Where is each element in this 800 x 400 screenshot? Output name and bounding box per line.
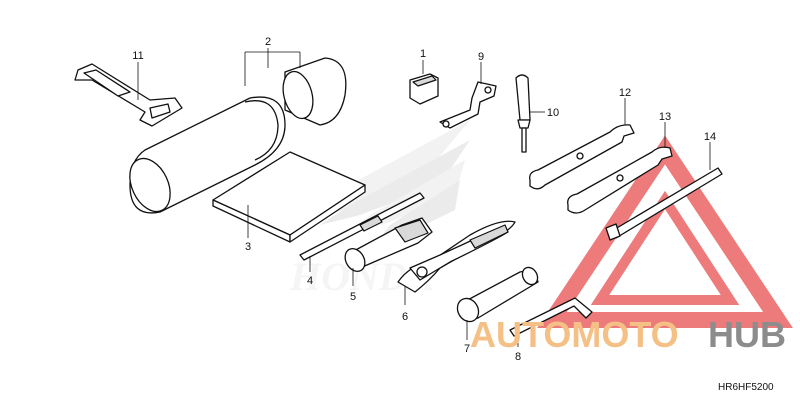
part-12-wrench <box>529 124 635 190</box>
callout-8: 8 <box>515 351 521 363</box>
callout-2: 2 <box>265 36 271 48</box>
callout-5: 5 <box>350 291 356 303</box>
callout-1: 1 <box>420 48 426 60</box>
callout-12: 12 <box>619 87 631 99</box>
callout-9: 9 <box>478 51 484 63</box>
watermark-brand-left: AUTOMOTO <box>470 314 679 355</box>
diagram-code: HR6HF5200 <box>718 382 774 393</box>
part-7-box-spanner <box>456 266 539 323</box>
callout-14: 14 <box>704 131 716 143</box>
part-6-pliers <box>397 220 516 293</box>
callout-6: 6 <box>402 311 408 323</box>
part-11-rubber-band <box>74 63 183 127</box>
watermark-triangle <box>537 135 793 328</box>
callout-7: 7 <box>464 343 470 355</box>
callout-11: 11 <box>132 50 143 62</box>
watermark-brand-right: HUB <box>708 314 786 355</box>
callout-3: 3 <box>245 241 251 253</box>
part-5-screwdriver-grip <box>344 217 433 272</box>
part-14-extension-bar <box>605 167 723 241</box>
callout-13: 13 <box>659 111 671 123</box>
part-1-bit <box>409 73 439 105</box>
watermark-brand: AUTOMOTO HUB <box>470 314 786 355</box>
callout-numbers: 11 2 3 4 5 6 7 8 1 9 10 12 13 14 <box>132 36 716 363</box>
leader-lines <box>137 48 711 347</box>
callout-4: 4 <box>307 275 313 287</box>
part-8-hex-wrench <box>509 297 593 337</box>
part-3-owner-manual <box>212 151 366 243</box>
part-9-bracket <box>439 81 497 129</box>
part-4-screwdriver <box>299 192 425 261</box>
callout-10: 10 <box>547 107 559 119</box>
part-10-spark-plug-tool <box>515 74 531 153</box>
part-2-tool-case <box>129 57 347 214</box>
